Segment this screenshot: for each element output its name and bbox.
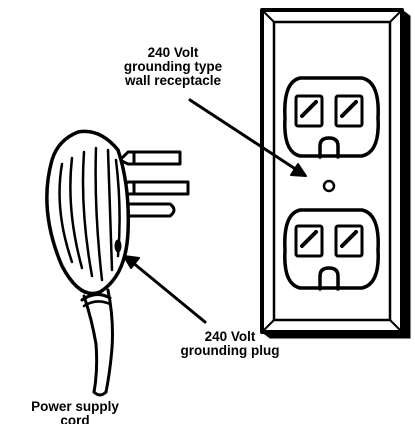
wall-plate	[260, 8, 411, 339]
plug-body	[45, 129, 131, 296]
lower-outlet	[283, 208, 380, 291]
plug-arrow	[123, 255, 207, 324]
upper-outlet	[283, 76, 380, 159]
power-cord	[80, 288, 114, 397]
plug-label-line-1: 240 Volt	[204, 329, 256, 344]
cord-label-line-1: Power supply	[31, 400, 119, 414]
receptacle-label-line-3: wall receptacle	[124, 73, 222, 88]
receptacle-arrow	[188, 98, 307, 177]
plug-label-line-2: grounding plug	[180, 343, 280, 358]
receptacle-label-line-2: grounding type	[123, 59, 223, 74]
center-screw	[322, 179, 336, 193]
cord-label: Power supply cord	[0, 400, 150, 424]
receptacle-label: 240 Volt grounding type wall receptacle	[88, 46, 258, 88]
plug-label: 240 Volt grounding plug	[150, 330, 310, 358]
cord-label-line-2: cord	[60, 413, 90, 424]
receptacle-label-line-1: 240 Volt	[147, 45, 199, 60]
